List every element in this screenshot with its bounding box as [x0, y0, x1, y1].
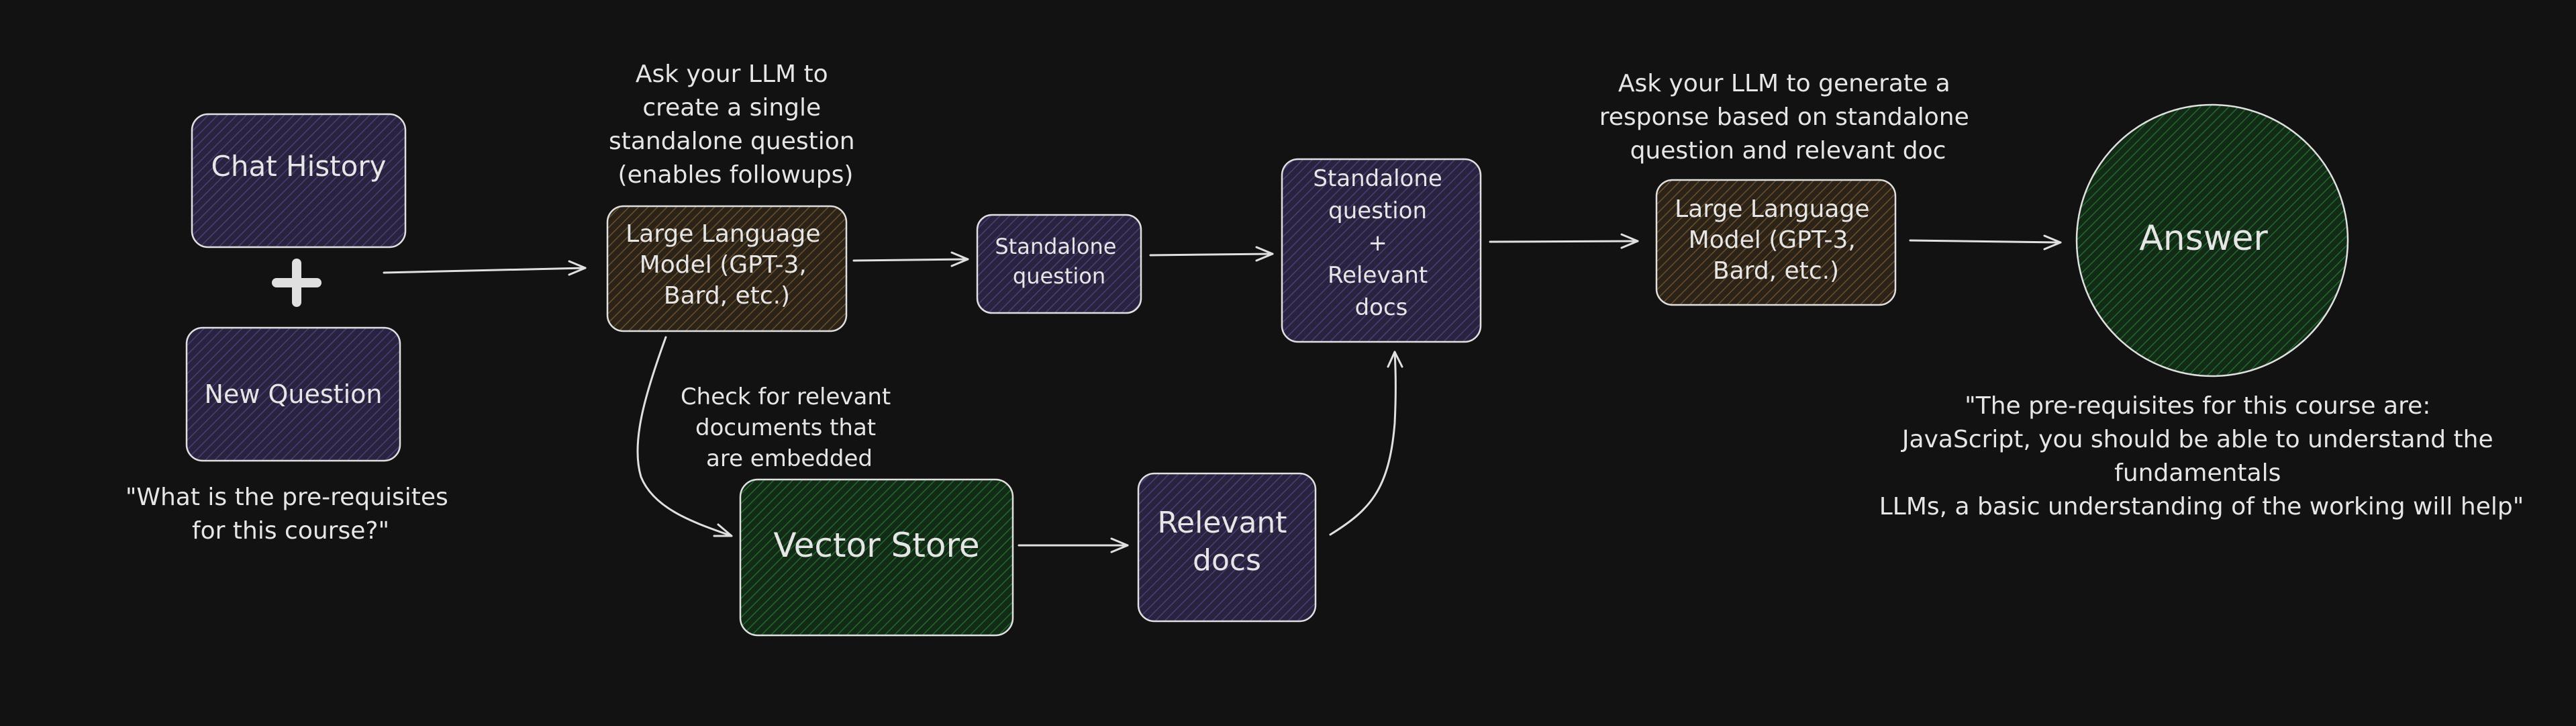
vector-store-box	[739, 478, 1014, 637]
new-question-box	[185, 326, 401, 462]
answer-circle	[2075, 103, 2349, 377]
chat-history-box	[191, 113, 407, 248]
arrow-icon	[1909, 234, 2062, 251]
llm-2-box	[1655, 179, 1897, 306]
combined-label: Standalone question + Relevant docs	[1313, 165, 1449, 321]
standalone-question-label: Standalone question	[995, 234, 1123, 289]
standalone-note: Ask your LLM to create a single standalo…	[609, 60, 862, 189]
plus-icon	[272, 259, 321, 307]
arrow-icon	[1329, 351, 1403, 536]
arrow-icon	[1018, 537, 1129, 553]
relevant-docs-label: Relevant docs	[1157, 506, 1296, 578]
node-new-question: New Question	[185, 326, 401, 462]
llm-1-label: Large Language Model (GPT-3, Bard, etc.)	[626, 220, 828, 310]
node-combined: Standalone question + Relevant docs	[1281, 158, 1482, 343]
relevant-docs-box	[1137, 472, 1317, 623]
arrow-icon	[852, 251, 969, 267]
node-standalone-question: Standalone question	[976, 214, 1142, 314]
node-chat-history: Chat History	[191, 113, 407, 248]
node-vector-store: Vector Store	[739, 478, 1014, 637]
node-llm-2: Large Language Model (GPT-3, Bard, etc.)	[1655, 179, 1897, 306]
arrows	[383, 233, 2062, 553]
arrow-icon	[1149, 246, 1274, 262]
answer-label: Answer	[2139, 218, 2268, 259]
node-relevant-docs: Relevant docs	[1137, 472, 1317, 623]
node-answer: Answer	[2075, 103, 2349, 377]
response-note: Ask your LLM to generate a response base…	[1599, 70, 1977, 165]
combined-box	[1281, 158, 1482, 343]
answer-quote: "The pre-requisites for this course are:…	[1879, 392, 2524, 520]
standalone-question-box	[976, 214, 1142, 314]
arrow-icon	[636, 336, 733, 537]
llm-1-box	[606, 205, 848, 332]
arrow-icon	[1489, 233, 1639, 249]
arrow-icon	[383, 260, 587, 276]
chat-history-label: Chat History	[211, 150, 387, 183]
llm-2-label: Large Language Model (GPT-3, Bard, etc.)	[1675, 195, 1877, 285]
question-quote: "What is the pre-requisites for this cou…	[126, 484, 456, 545]
vector-store-label: Vector Store	[773, 526, 979, 565]
vector-note: Check for relevant documents that are em…	[681, 383, 898, 472]
new-question-label: New Question	[205, 379, 383, 409]
node-llm-1: Large Language Model (GPT-3, Bard, etc.)	[606, 205, 848, 332]
